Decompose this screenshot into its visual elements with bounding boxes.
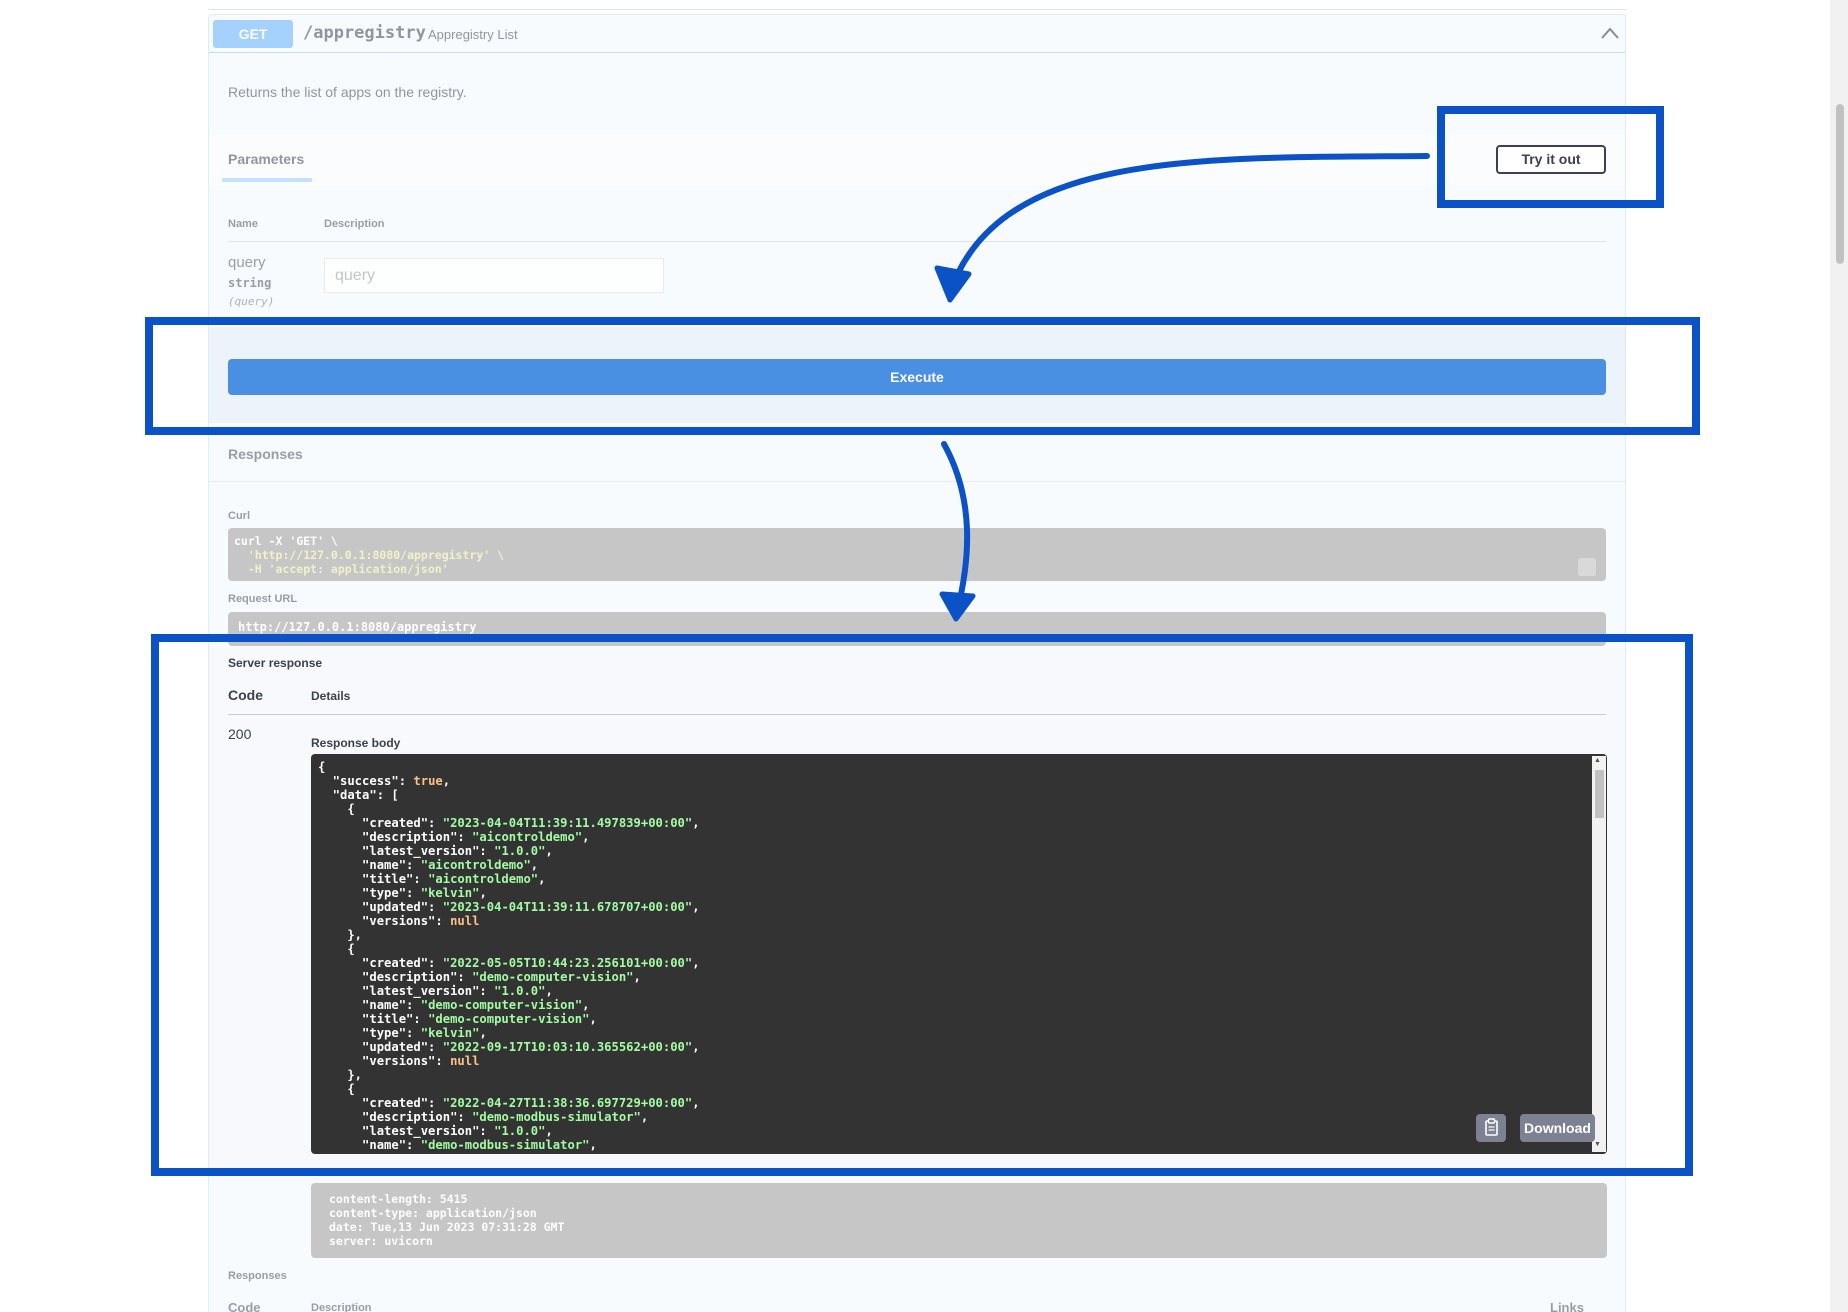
- response-body-line: "data": [: [318, 788, 399, 802]
- response-body-scrollbar[interactable]: [1592, 756, 1606, 1152]
- response-body-line: "created": "2023-04-04T11:39:11.497839+0…: [318, 816, 700, 830]
- highlight-box-server-response: [151, 634, 1693, 1176]
- highlight-box-try-it-out: [1437, 106, 1664, 208]
- header-line: server: uvicorn: [329, 1234, 433, 1248]
- response-body-line: {: [318, 942, 355, 956]
- response-body: { "success": true, "data": [ { "created"…: [318, 760, 1588, 1152]
- parameters-header: [209, 135, 1625, 185]
- curl-line: 'http://127.0.0.1:8080/appregistry' \: [234, 548, 505, 562]
- response-body-line: "type": "kelvin",: [318, 1026, 487, 1040]
- header-line: content-length: 5415: [329, 1192, 468, 1206]
- response-body-line: },: [318, 928, 363, 942]
- description-header: Description: [311, 1302, 372, 1312]
- response-body-line: },: [318, 1068, 363, 1082]
- curl-label: Curl: [228, 510, 250, 522]
- parameter-location: (query): [228, 295, 275, 308]
- responses-title: Responses: [228, 446, 303, 462]
- column-header-name: Name: [228, 218, 258, 230]
- response-body-line: "latest_version": "1.0.0",: [318, 984, 553, 998]
- code-header: Code: [228, 1300, 261, 1312]
- server-response-title: Server response: [228, 656, 323, 670]
- response-body-line: "description": "demo-computer-vision",: [318, 970, 641, 984]
- header-line: date: Tue,13 Jun 2023 07:31:28 GMT: [329, 1220, 565, 1234]
- operation-description: Returns the list of apps on the registry…: [228, 84, 467, 100]
- response-body-line: "versions": null: [318, 914, 480, 928]
- curl-command: curl -X 'GET' \ 'http://127.0.0.1:8080/a…: [234, 534, 504, 576]
- divider: [209, 481, 1625, 482]
- response-body-line: "type": "kelvin",: [318, 886, 487, 900]
- parameter-name: query: [228, 254, 266, 271]
- response-body-label: Response body: [311, 736, 401, 750]
- operation-path: /appregistry: [303, 23, 426, 43]
- request-url: http://127.0.0.1:8080/appregistry: [238, 620, 477, 634]
- parameter-type: string: [228, 276, 272, 290]
- chevron-up-icon[interactable]: [1600, 26, 1620, 40]
- column-header-description: Description: [324, 218, 385, 230]
- details-header: Details: [311, 689, 351, 703]
- response-body-line: "name": "demo-modbus-simulator",: [318, 1138, 597, 1152]
- response-body-line: "name": "aicontroldemo",: [318, 858, 539, 872]
- response-headers-block: [311, 1183, 1607, 1258]
- clipboard-icon: [1485, 1118, 1498, 1136]
- header-line: content-type: application/json: [329, 1206, 537, 1220]
- scroll-up-arrow-icon[interactable]: ▲: [1594, 757, 1601, 764]
- page-scrollbar[interactable]: [1830, 0, 1848, 1312]
- response-body-line: {: [318, 802, 355, 816]
- divider: [228, 241, 1606, 242]
- download-button[interactable]: Download: [1520, 1114, 1595, 1142]
- response-body-line: {: [318, 1082, 355, 1096]
- highlight-box-execute: [145, 317, 1700, 435]
- response-body-line: "created": "2022-05-05T10:44:23.256101+0…: [318, 956, 700, 970]
- response-body-line: "success": true,: [318, 774, 451, 788]
- copy-button[interactable]: [1476, 1114, 1506, 1142]
- response-body-line: "title": "aicontroldemo",: [318, 872, 546, 886]
- response-body-line: "updated": "2022-09-17T10:03:10.365562+0…: [318, 1040, 700, 1054]
- response-body-line: "created": "2022-04-27T11:38:36.697729+0…: [318, 1096, 700, 1110]
- status-code: 200: [228, 726, 252, 742]
- execute-button[interactable]: Execute: [228, 359, 1606, 395]
- divider: [208, 9, 1626, 10]
- response-body-line: "latest_version": "1.0.0",: [318, 1124, 553, 1138]
- page-scrollbar-thumb[interactable]: [1836, 104, 1844, 264]
- links-header: Links: [1550, 1300, 1584, 1312]
- response-body-line: "name": "demo-computer-vision",: [318, 998, 590, 1012]
- response-body-line: {: [318, 760, 326, 774]
- scroll-down-arrow-icon[interactable]: ▼: [1594, 1141, 1601, 1148]
- curl-line: curl -X 'GET' \: [234, 534, 338, 548]
- response-body-line: "description": "aicontroldemo",: [318, 830, 590, 844]
- method-badge: GET: [213, 20, 293, 48]
- curl-line: -H 'accept: application/json': [234, 562, 449, 576]
- response-body-line: "latest_version": "1.0.0",: [318, 844, 553, 858]
- code-header: Code: [228, 687, 263, 703]
- tab-underline: [222, 178, 312, 182]
- curl-block: [228, 528, 1606, 581]
- query-input[interactable]: query: [324, 258, 664, 293]
- operation-summary-text: Appregistry List: [428, 27, 518, 42]
- response-body-line: "updated": "2023-04-04T11:39:11.678707+0…: [318, 900, 700, 914]
- response-body-line: "title": "demo-computer-vision",: [318, 1012, 597, 1026]
- clipboard-icon[interactable]: [1578, 558, 1596, 576]
- request-url-label: Request URL: [228, 593, 298, 605]
- responses-title: Responses: [228, 1270, 287, 1282]
- response-body-line: "description": "demo-modbus-simulator",: [318, 1110, 649, 1124]
- try-it-out-button[interactable]: Try it out: [1496, 145, 1606, 174]
- response-body-scrollbar-thumb[interactable]: [1595, 770, 1604, 818]
- response-body-block: [311, 754, 1607, 1154]
- divider: [228, 714, 1606, 715]
- operation-summary[interactable]: [209, 15, 1625, 53]
- parameters-title[interactable]: Parameters: [228, 151, 305, 167]
- response-body-line: "versions": null: [318, 1054, 480, 1068]
